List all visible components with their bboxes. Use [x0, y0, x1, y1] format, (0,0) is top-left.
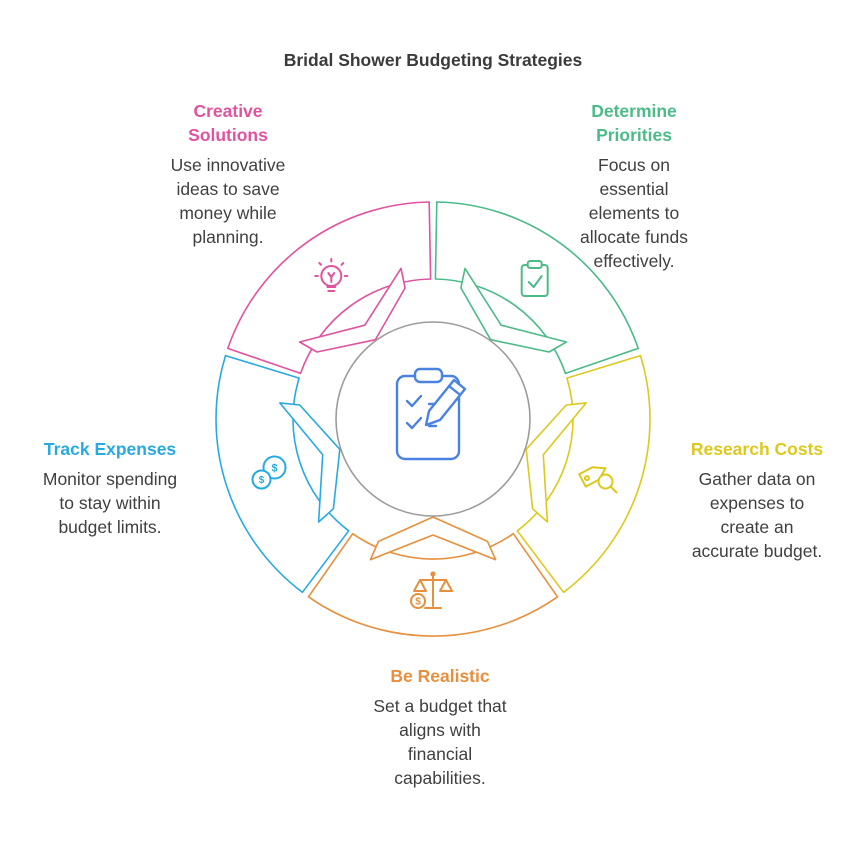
be-realistic-heading: Be Realistic — [390, 666, 490, 686]
segment-arrow-be-realistic — [369, 516, 497, 561]
segment-determine-priorities — [434, 201, 639, 375]
segment-arrow-determine-priorities — [460, 267, 568, 353]
segment-arrow-research-costs — [525, 402, 587, 523]
track-expenses-heading: Track Expenses — [43, 439, 177, 459]
segment-research-costs — [516, 354, 651, 594]
segment-arrow-track-expenses — [279, 402, 341, 523]
research-costs-heading: Research Costs — [690, 439, 824, 459]
page-title: Bridal Shower Budgeting Strategies — [283, 50, 583, 70]
segment-arrow-creative-solutions — [298, 267, 406, 353]
